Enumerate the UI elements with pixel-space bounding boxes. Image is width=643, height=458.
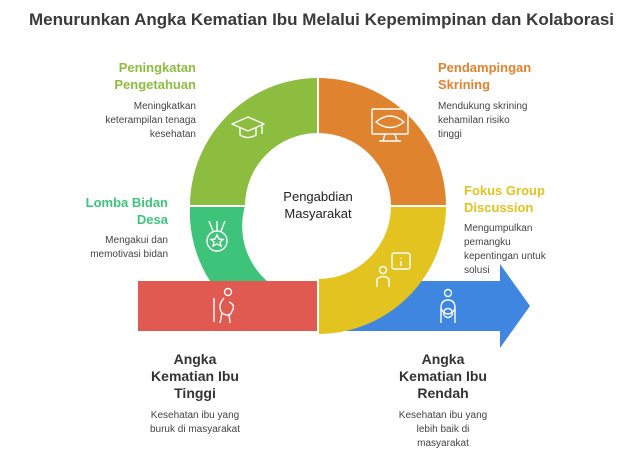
pendampingan-title-line1: Pendampingan: [438, 60, 532, 75]
peningkatan-title-line1: Peningkatan: [118, 60, 196, 75]
outcome-high-title-line1: Angka: [173, 351, 217, 367]
medal-icon: [206, 220, 228, 252]
segment-peningkatan: [190, 78, 318, 206]
lomba-desc-line2: memotivasi bidan: [90, 249, 168, 260]
outcome-low-title: Angka Kematian Ibu Rendah: [378, 351, 508, 402]
outcome-high-title-line3: Tinggi: [174, 385, 216, 401]
lomba-title: Lomba Bidan Desa: [30, 194, 168, 228]
high-mortality-bar: [138, 281, 318, 331]
fgd-title-line2: Discussion: [464, 200, 534, 215]
outcome-high-desc-line1: Kesehatan ibu yang: [150, 410, 240, 421]
outcome-low-desc-line1: Kesehatan ibu yang: [398, 410, 488, 421]
center-label-line2: Masyarakat: [284, 206, 352, 221]
outcome-low-title-line2: Kematian Ibu: [399, 368, 487, 384]
monitor-screening-icon: [371, 108, 409, 142]
pendampingan-title: Pendampingan Skrining: [438, 59, 598, 93]
segment-lomba: [189, 206, 267, 281]
peningkatan-desc: Meningkatkan keterampilan tenaga kesehat…: [60, 100, 196, 142]
outcome-low-title-line1: Angka: [421, 351, 465, 367]
pendampingan-desc-line1: Mendukung skrining: [438, 101, 528, 112]
outcome-low-desc-line2: lebih baik di: [416, 424, 470, 435]
pendampingan-title-line2: Skrining: [438, 77, 491, 92]
peningkatan-title-line2: Pengetahuan: [114, 77, 196, 92]
lomba-title-line2: Desa: [136, 212, 168, 227]
outcome-high-desc-line2: buruk di masyarakat: [149, 424, 241, 435]
fgd-title-line1: Fokus Group: [464, 183, 545, 198]
lomba-desc: Mengakui dan memotivasi bidan: [30, 234, 168, 262]
peningkatan-desc-line2: keterampilan tenaga: [105, 115, 196, 126]
mother-baby-icon: [440, 288, 456, 323]
fgd-desc-line2: pemangku: [464, 237, 511, 248]
outcome-high-desc: Kesehatan ibu yang buruk di masyarakat: [120, 409, 270, 437]
fgd-desc-line1: Mengumpulkan: [464, 223, 533, 234]
segment-pendampingan: [318, 78, 446, 206]
pregnant-woman-icon: [213, 287, 235, 324]
outcome-high-title: Angka Kematian Ibu Tinggi: [130, 351, 260, 402]
fgd-title: Fokus Group Discussion: [464, 182, 624, 216]
outcome-low-title-line3: Rendah: [417, 385, 469, 401]
pendampingan-desc-line2: kehamilan risiko: [438, 115, 510, 126]
peningkatan-desc-line3: kesehatan: [149, 129, 196, 140]
person-info-icon: [376, 252, 411, 287]
lomba-title-line1: Lomba Bidan: [85, 195, 168, 210]
outcome-high-title-line2: Kematian Ibu: [151, 368, 239, 384]
segment-fgd: [318, 206, 446, 334]
fgd-desc-line4: solusi: [464, 265, 490, 276]
center-label: Pengabdian Masyarakat: [258, 188, 378, 222]
pendampingan-desc-line3: tinggi: [438, 129, 462, 140]
graduation-cap-icon: [231, 116, 265, 139]
fgd-desc-line3: kepentingan untuk: [464, 251, 546, 262]
center-label-line1: Pengabdian: [283, 189, 353, 204]
peningkatan-desc-line1: Meningkatkan: [133, 101, 196, 112]
peningkatan-title: Peningkatan Pengetahuan: [60, 59, 196, 93]
page-title: Menurunkan Angka Kematian Ibu Melalui Ke…: [28, 10, 615, 29]
fgd-desc: Mengumpulkan pemangku kepentingan untuk …: [464, 222, 624, 278]
pendampingan-desc: Mendukung skrining kehamilan risiko ting…: [438, 100, 598, 142]
outcome-low-desc-line3: masyarakat: [417, 438, 469, 449]
lomba-desc-line1: Mengakui dan: [105, 235, 168, 246]
outcome-low-desc: Kesehatan ibu yang lebih baik di masyara…: [368, 409, 518, 451]
